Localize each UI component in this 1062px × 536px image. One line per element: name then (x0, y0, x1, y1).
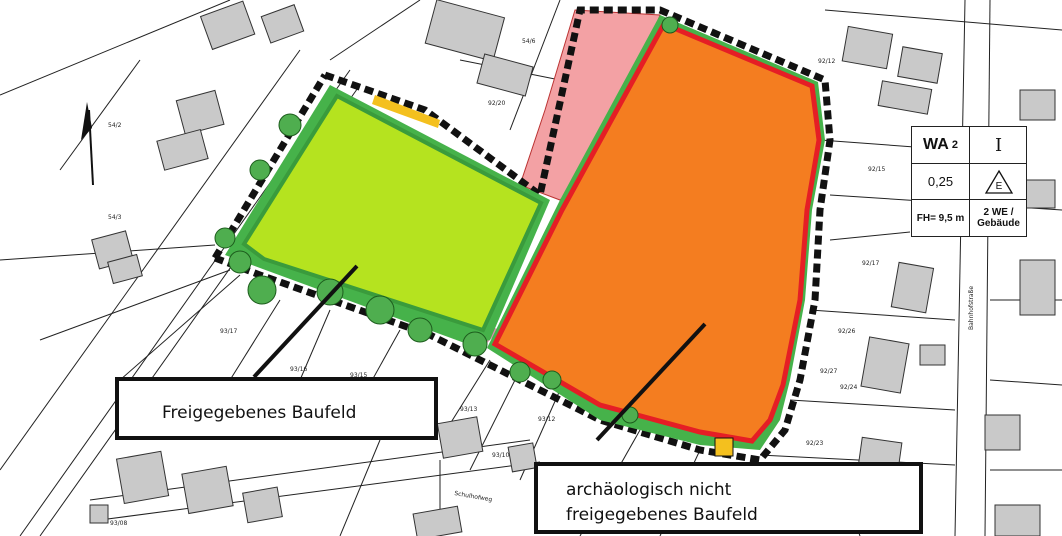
callout-released-field: Freigegebenes Baufeld (115, 377, 438, 440)
legend-units: 2 WE /Gebäude (970, 200, 1027, 236)
parcel-label: 92/27 (820, 368, 838, 375)
parcel-label: 92/17 (862, 260, 880, 267)
released-building-field[interactable] (241, 93, 544, 333)
legend-grz: 0,25 (912, 164, 970, 200)
legend-height: FH= 9,5 m (912, 200, 970, 236)
parcel-label: 92/20 (488, 100, 506, 107)
legend-units-line2: Gebäude (977, 218, 1020, 229)
buildings (89, 0, 1056, 536)
callout-released-text: Freigegebenes Baufeld (162, 403, 357, 423)
callout-not-released-field: archäologisch nicht freigegebenes Baufel… (534, 462, 923, 534)
parcel-label: 93/15 (350, 372, 368, 379)
legend-zone-label: WA (923, 136, 949, 153)
parcel-label: 93/16 (290, 366, 308, 373)
parcel-label: 93/08 (110, 520, 128, 527)
legend-units-line1: 2 WE / (983, 207, 1014, 218)
plan-boundary (213, 6, 834, 464)
legend-storeys: I (970, 127, 1027, 164)
trees (214, 16, 679, 424)
callout-not-released-line1: archäologisch nicht (566, 480, 732, 500)
north-arrow-icon (81, 102, 94, 186)
callout-not-released-line2: freigegebenes Baufeld (566, 505, 758, 525)
parcel-label: 92/12 (818, 58, 836, 65)
leader-lines (252, 264, 707, 442)
parcel-label: 92/26 (838, 328, 856, 335)
legend-house-type-letter: E (995, 181, 1002, 192)
parcel-label: 92/24 (840, 384, 858, 391)
parcel-label: 93/17 (220, 328, 238, 335)
parcel-label: 93/12 (538, 416, 556, 423)
legend-house-type: E (970, 164, 1027, 200)
parcel-label: 54/2 (108, 122, 122, 129)
triangle-icon: E (984, 169, 1013, 194)
parcel-label: 92/23 (806, 440, 824, 447)
street-label: Bahnhofstraße (968, 285, 975, 330)
parcel-label: 93/10 (492, 452, 510, 459)
parcel-label: 54/3 (108, 214, 122, 221)
parcel-label: 93/13 (460, 406, 478, 413)
parcel-label: 54/6 (522, 38, 536, 45)
legend-zone-number: 2 (951, 139, 958, 151)
yellow-strip (372, 95, 440, 128)
not-released-building-field[interactable] (491, 20, 822, 444)
parcel-label: 92/15 (868, 166, 886, 173)
